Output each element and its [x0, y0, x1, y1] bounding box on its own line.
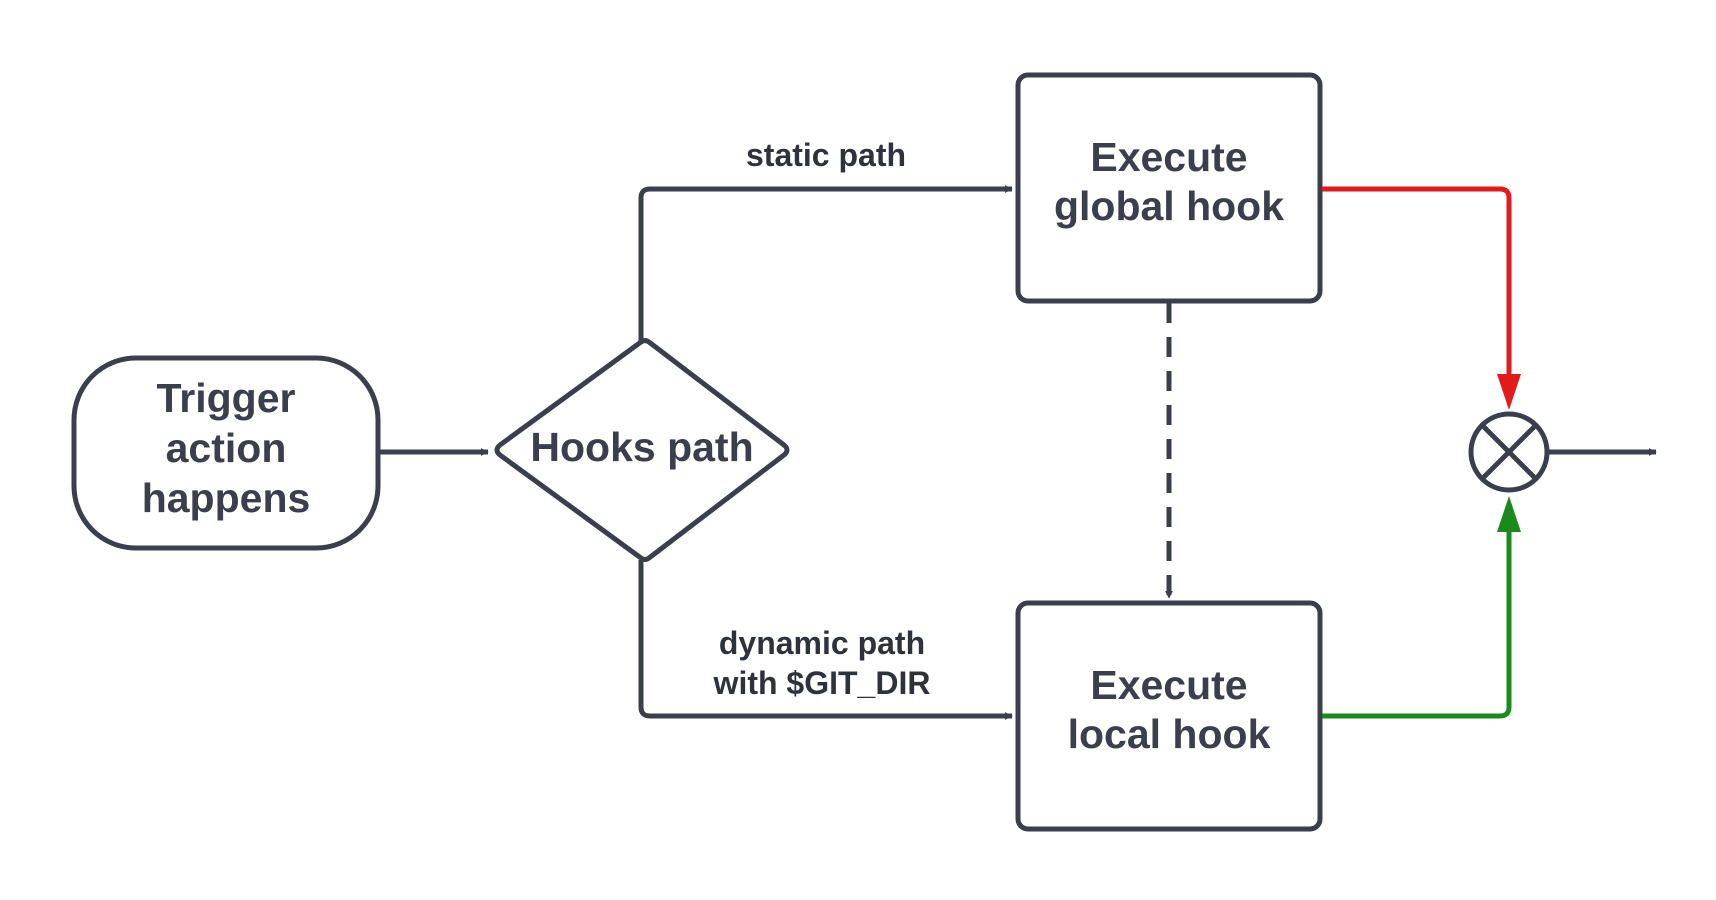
- local-hook-label-line1: Execute: [1090, 662, 1247, 708]
- local-hook-box: [1015, 600, 1323, 832]
- circle-cross-icon: [1468, 411, 1550, 493]
- local-hook-label-line2: local hook: [1068, 711, 1271, 757]
- trigger-label-line1: Trigger: [157, 375, 296, 421]
- static-path-label: static path: [746, 137, 906, 173]
- global-hook-box: [1015, 72, 1323, 304]
- global-hook-label-line1: Execute: [1090, 134, 1247, 180]
- global-hook-node: Execute global hook: [1015, 72, 1323, 304]
- decision-node: Hooks path: [494, 338, 790, 562]
- edge-static-path: [638, 185, 1013, 342]
- local-hook-node: Execute local hook: [1015, 600, 1323, 832]
- dynamic-path-label-line1: dynamic path: [719, 625, 925, 661]
- decision-shape: [494, 338, 790, 562]
- trigger-label-line3: happens: [142, 475, 311, 521]
- trigger-label-line2: action: [166, 425, 287, 471]
- join-cross-line-b: [1480, 423, 1538, 481]
- edge-global-to-join-arrowhead: [1497, 374, 1521, 410]
- global-hook-label-line2: global hook: [1054, 183, 1284, 229]
- edge-dynamic-path: [638, 560, 1013, 720]
- edge-local-to-join-arrowhead: [1497, 496, 1521, 532]
- trigger-node: Trigger action happens: [71, 355, 381, 551]
- edge-global-to-join: [1322, 186, 1512, 398]
- dynamic-path-label-line2: with $GIT_DIR: [713, 665, 931, 701]
- decision-label: Hooks path: [530, 424, 753, 470]
- edge-local-to-join: [1322, 530, 1512, 719]
